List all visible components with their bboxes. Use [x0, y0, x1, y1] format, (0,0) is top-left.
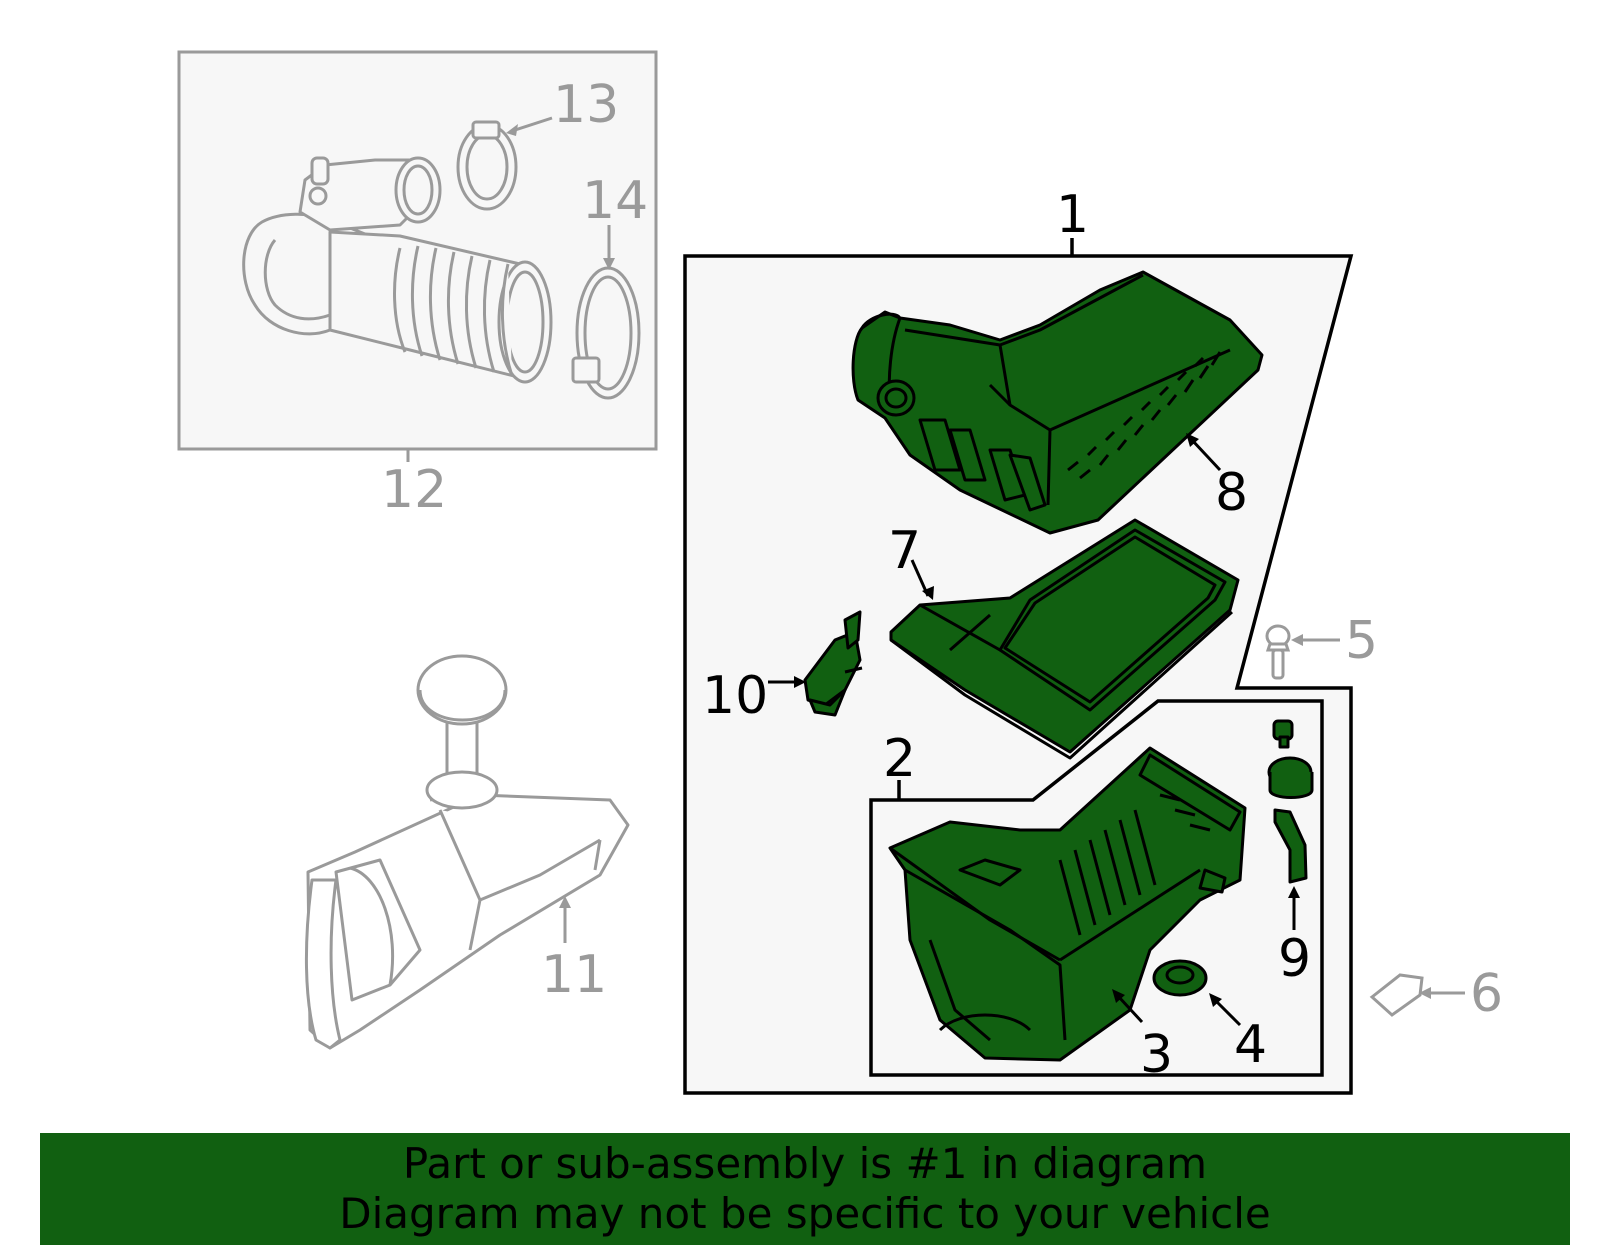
callout-3: 3 [1140, 1025, 1173, 1085]
callout-13: 13 [553, 75, 619, 135]
arrow-14 [603, 258, 615, 270]
callout-11: 11 [541, 945, 607, 1005]
leader-13 [511, 116, 553, 133]
arrow-7 [922, 586, 934, 600]
grommet-part-4[interactable] [1152, 959, 1208, 997]
upper-cover-part-8[interactable] [851, 270, 1264, 535]
info-banner: Part or sub-assembly is #1 in diagram Di… [40, 1133, 1570, 1245]
callout-9: 9 [1278, 929, 1311, 989]
callout-8: 8 [1215, 463, 1248, 523]
callout-6: 6 [1470, 964, 1503, 1024]
inset-part-12[interactable] [177, 50, 658, 462]
banner-line-2: Diagram may not be specific to your vehi… [339, 1189, 1271, 1238]
bolt-part-5[interactable] [1265, 624, 1291, 680]
arrow-3 [1112, 989, 1125, 1003]
callout-2: 2 [883, 729, 916, 789]
callout-5: 5 [1345, 611, 1378, 671]
callout-12: 12 [381, 460, 447, 520]
tag-part-6[interactable] [1369, 973, 1424, 1017]
air-guide-part-11[interactable] [304, 654, 630, 1050]
arrow-10 [794, 676, 806, 688]
banner-line-1: Part or sub-assembly is #1 in diagram [402, 1139, 1208, 1188]
arrow-5 [1291, 634, 1303, 646]
leader-4 [1213, 998, 1242, 1027]
arrow-8 [1186, 433, 1199, 447]
leader-3 [1116, 994, 1144, 1024]
callout-7: 7 [888, 521, 921, 581]
callout-14: 14 [582, 171, 648, 231]
arrow-13 [506, 124, 518, 136]
callout-10: 10 [702, 666, 768, 726]
callout-1: 1 [1056, 185, 1089, 245]
arrow-9 [1288, 886, 1300, 898]
hose-clamp-13 [456, 120, 518, 211]
lower-housing-part-3[interactable] [888, 746, 1247, 1062]
air-intake-tube [242, 156, 553, 384]
hose-clamp-14 [571, 266, 641, 400]
arrow-6 [1419, 987, 1431, 999]
arrow-4 [1209, 993, 1222, 1007]
callout-4: 4 [1234, 1015, 1267, 1075]
arrow-11 [559, 896, 571, 908]
bracket-part-9[interactable] [1267, 719, 1314, 884]
filter-element-part-7[interactable] [889, 518, 1240, 760]
leader-8 [1190, 438, 1222, 472]
sensor-part-10[interactable] [803, 610, 863, 717]
